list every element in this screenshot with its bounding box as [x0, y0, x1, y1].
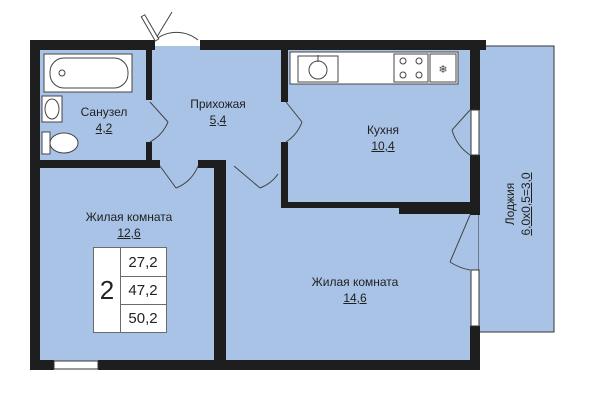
total-with-loggia: 50,2 [128, 309, 158, 327]
room-name: Жилая комната [311, 275, 399, 289]
living-area: 27,2 [120, 248, 166, 277]
room-area: 14,6 [343, 291, 367, 305]
room-loggia: Лоджия 6,0x0,5=3,0 [502, 152, 534, 256]
total-area: 47,2 [120, 276, 166, 305]
room-name: Лоджия [503, 182, 517, 226]
area-summary-table: 2 27,2 47,2 50,2 [93, 247, 167, 333]
inner-walls [40, 50, 470, 360]
room-kitchen: Кухня 10,4 [348, 122, 418, 154]
room-dimensions: 6,0x0,5=3,0 [519, 172, 533, 236]
room-name: Жилая комната [85, 210, 173, 224]
entrance-door-leaf [140, 14, 160, 42]
room-area: 4,2 [95, 121, 113, 135]
room-bathroom: Санузел 4,2 [74, 104, 134, 136]
room-area: 10,4 [371, 139, 395, 153]
room-hallway: Прихожая 5,4 [180, 96, 256, 128]
windows [53, 109, 480, 370]
room-name: Кухня [366, 123, 400, 137]
toilet [41, 131, 79, 155]
room-living-1: Жилая комната 12,6 [72, 209, 186, 241]
snowflake-icon: ❄ [438, 63, 447, 76]
room-area: 5,4 [209, 113, 227, 127]
room-name: Санузел [80, 105, 128, 119]
room-living-2: Жилая комната 14,6 [298, 274, 412, 306]
loggia-floor [477, 45, 555, 333]
kitchen-counter: ❄ [289, 51, 459, 85]
outer-walls [30, 40, 486, 370]
door-swings [149, 11, 471, 271]
room-name: Прихожая [190, 97, 246, 111]
room-area: 12,6 [117, 226, 141, 240]
bathroom-sink [41, 95, 63, 123]
bathtub [43, 53, 133, 93]
room-count: 2 [94, 248, 121, 332]
